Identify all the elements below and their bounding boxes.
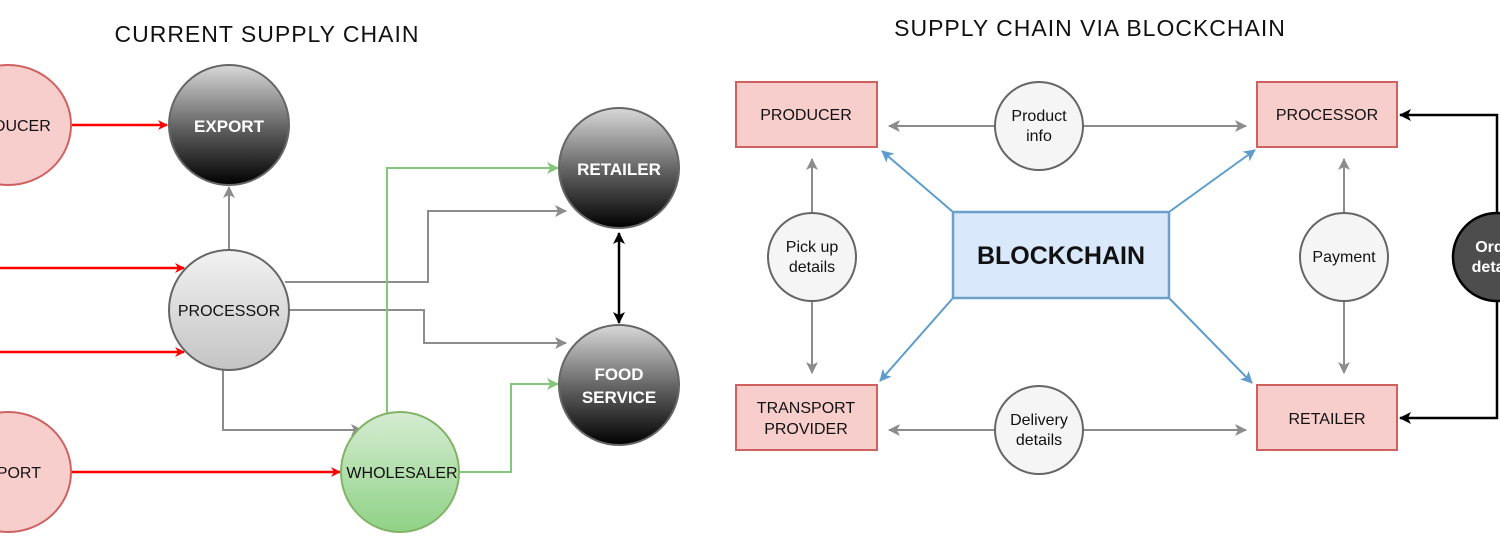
svg-text:WHOLESALER: WHOLESALER bbox=[346, 465, 457, 482]
node-retailer: RETAILER bbox=[558, 107, 680, 229]
box-blockchain: BLOCKCHAIN bbox=[951, 210, 1171, 300]
left-edges bbox=[0, 120, 341, 477]
svg-text:details: details bbox=[1016, 432, 1062, 449]
edge-blockchain-retailer bbox=[1168, 297, 1253, 384]
node-food-service: FOOD SERVICE bbox=[558, 324, 680, 446]
node-processor: PROCESSOR bbox=[168, 249, 290, 371]
svg-text:Product: Product bbox=[1011, 108, 1067, 125]
node-wholesaler: WHOLESALER bbox=[340, 411, 460, 533]
edge-processor-wholesaler bbox=[222, 370, 363, 436]
box-retailer: RETAILER bbox=[1256, 384, 1398, 451]
right-title: SUPPLY CHAIN VIA BLOCKCHAIN bbox=[894, 15, 1286, 41]
svg-text:Pick up: Pick up bbox=[786, 239, 839, 256]
svg-text:Delivery: Delivery bbox=[1010, 412, 1068, 429]
edge-blockchain-processor bbox=[1168, 149, 1256, 213]
svg-text:PROCESSOR: PROCESSOR bbox=[178, 303, 280, 320]
svg-text:info: info bbox=[1026, 128, 1052, 145]
svg-text:PROCESSOR: PROCESSOR bbox=[1276, 107, 1378, 124]
edge-wholesaler-foodservice bbox=[460, 378, 559, 473]
svg-text:PRODUCER: PRODUCER bbox=[760, 107, 852, 124]
flow-payment: Payment bbox=[1299, 212, 1389, 302]
svg-text:PROVIDER: PROVIDER bbox=[764, 421, 848, 438]
edge-blockchain-transport bbox=[879, 297, 954, 382]
svg-text:RETAILER: RETAILER bbox=[1288, 411, 1365, 428]
node-producer: PRODUCER bbox=[0, 64, 72, 186]
flow-product-info: Product info bbox=[994, 81, 1084, 171]
left-title: CURRENT SUPPLY CHAIN bbox=[114, 21, 419, 47]
svg-text:BLOCKCHAIN: BLOCKCHAIN bbox=[977, 242, 1145, 270]
svg-text:IMPORT: IMPORT bbox=[0, 465, 41, 482]
svg-text:PRODUCER: PRODUCER bbox=[0, 118, 51, 135]
box-processor: PROCESSOR bbox=[1256, 81, 1398, 148]
svg-text:Order: Order bbox=[1475, 239, 1500, 256]
edge-processor-retailer bbox=[285, 205, 567, 283]
svg-text:details: details bbox=[1472, 259, 1500, 276]
flow-pickup-details: Pick up details bbox=[767, 212, 857, 302]
svg-text:details: details bbox=[789, 259, 835, 276]
flow-delivery-details: Delivery details bbox=[994, 385, 1084, 475]
edge-wholesaler-retailer bbox=[386, 162, 559, 413]
svg-text:EXPORT: EXPORT bbox=[194, 117, 265, 136]
svg-text:FOOD: FOOD bbox=[594, 365, 643, 384]
edge-order-retailer bbox=[1399, 301, 1499, 424]
node-export: EXPORT bbox=[168, 64, 290, 186]
svg-text:SERVICE: SERVICE bbox=[582, 388, 656, 407]
edge-order-processor bbox=[1399, 109, 1499, 213]
node-import: IMPORT bbox=[0, 411, 72, 533]
edge-blockchain-producer bbox=[881, 150, 954, 213]
svg-text:TRANSPORT: TRANSPORT bbox=[757, 400, 856, 417]
box-producer: PRODUCER bbox=[735, 81, 878, 148]
flow-order-details: Order details bbox=[1451, 211, 1500, 303]
edge-processor-foodservice bbox=[289, 309, 567, 349]
svg-text:RETAILER: RETAILER bbox=[577, 160, 661, 179]
svg-text:Payment: Payment bbox=[1312, 249, 1376, 266]
box-transport-provider: TRANSPORT PROVIDER bbox=[735, 384, 878, 451]
